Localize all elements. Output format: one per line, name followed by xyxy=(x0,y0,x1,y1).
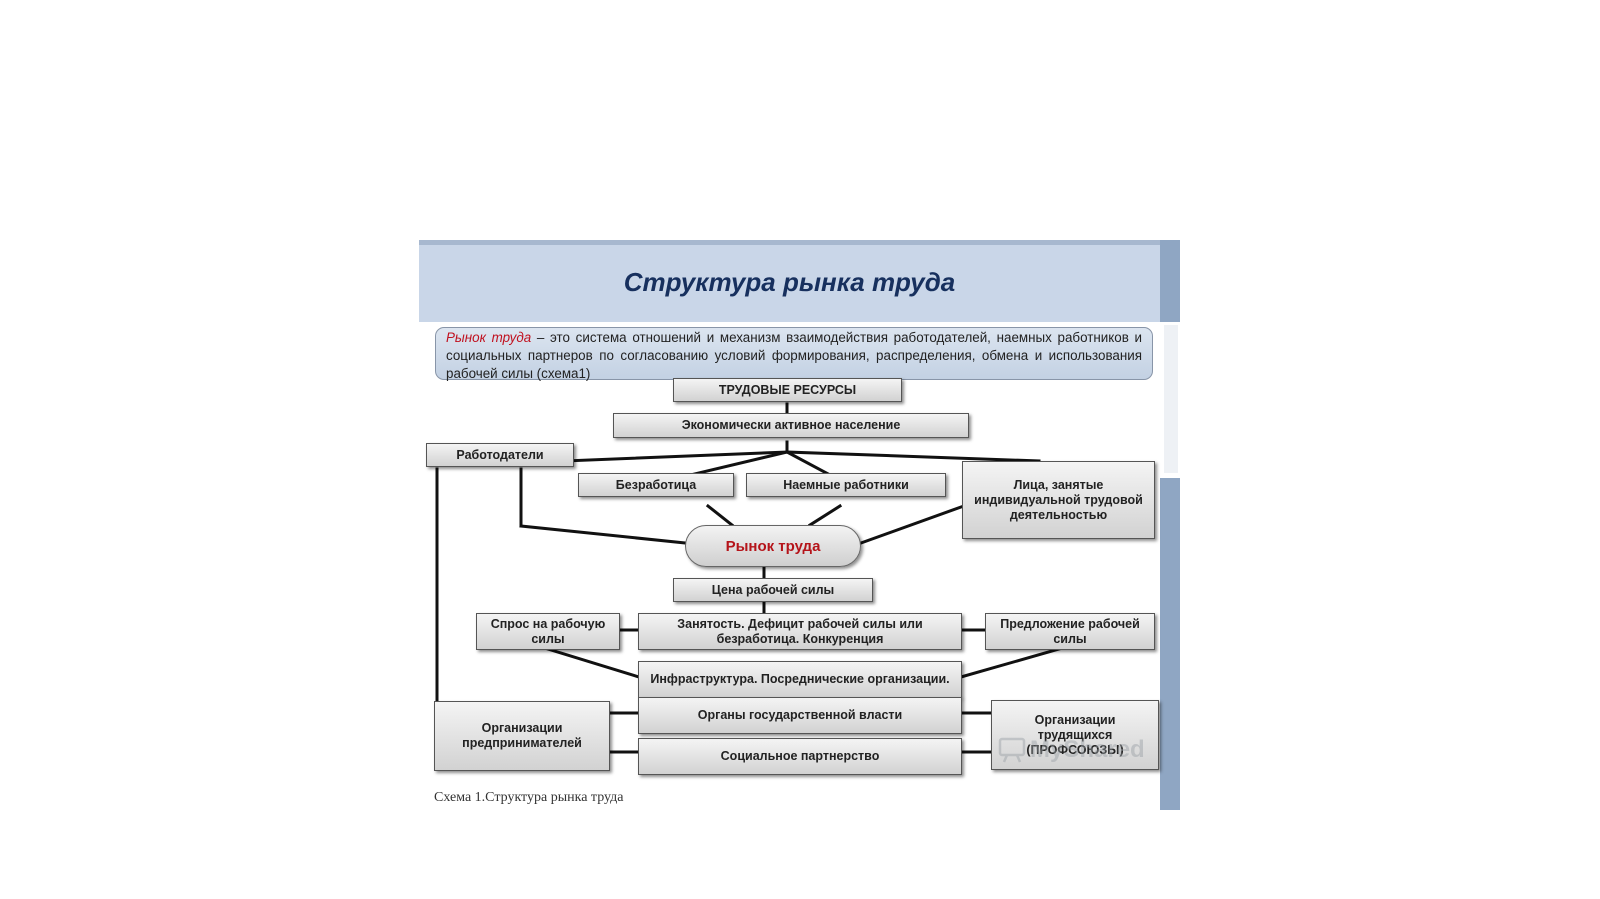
node-hired-workers: Наемные работники xyxy=(746,473,946,497)
node-active-population: Экономически активное население xyxy=(613,413,969,438)
watermark: MyShared xyxy=(998,736,1145,764)
line-demand-to-infrastructure xyxy=(546,647,641,679)
diagram-caption: Схема 1.Структура рынка труда xyxy=(434,790,624,805)
presentation-icon xyxy=(998,737,1026,763)
line-population-to-self-employed xyxy=(785,450,1041,463)
line-unemployment-to-market xyxy=(705,503,735,528)
node-labor-demand: Спрос на рабочую силы xyxy=(476,613,620,650)
line-population-to-employers xyxy=(563,450,789,463)
node-worker-orgs: Организации трудящихся (ПРОФСОЮЗЫ) xyxy=(991,700,1159,770)
node-employment: Занятость. Дефицит рабочей силы или безр… xyxy=(638,613,962,650)
side-bar-top xyxy=(1160,240,1180,322)
node-labor-price: Цена рабочей силы xyxy=(673,578,873,602)
node-labor-resources: ТРУДОВЫЕ РЕСУРСЫ xyxy=(673,378,902,402)
line-hired-to-market xyxy=(807,503,843,528)
node-labor-market: Рынок труда xyxy=(685,525,861,567)
node-self-employed: Лица, занятые индивидуальной трудовой де… xyxy=(962,461,1155,539)
node-employer-orgs: Организации предпринимателей xyxy=(434,701,610,771)
side-bar-bottom xyxy=(1160,478,1180,810)
line-employers-to-market xyxy=(519,524,687,545)
node-employers: Работодатели xyxy=(426,443,574,467)
definition-box: Рынок труда – это система отношений и ме… xyxy=(435,327,1153,381)
title-band: Структура рынка труда xyxy=(419,240,1160,322)
node-government: Органы государственной власти xyxy=(638,697,962,734)
side-bar-middle xyxy=(1164,325,1178,473)
definition-term: Рынок труда xyxy=(446,330,532,345)
connector-lines xyxy=(435,402,1061,754)
node-social-partnership: Социальное партнерство xyxy=(638,738,962,775)
node-unemployment: Безработица xyxy=(578,473,734,497)
line-selfemployed-to-market xyxy=(859,505,963,545)
node-infrastructure: Инфраструктура. Посреднические организац… xyxy=(638,661,962,698)
slide-title: Структура рынка труда xyxy=(623,267,956,297)
definition-text: – это система отношений и механизм взаим… xyxy=(446,330,1142,381)
slide: Структура рынка труда Рынок труда – это … xyxy=(419,240,1180,810)
line-supply-to-infrastructure xyxy=(959,647,1061,679)
watermark-text: MyShared xyxy=(1030,736,1145,763)
node-labor-supply: Предложение рабочей силы xyxy=(985,613,1155,650)
